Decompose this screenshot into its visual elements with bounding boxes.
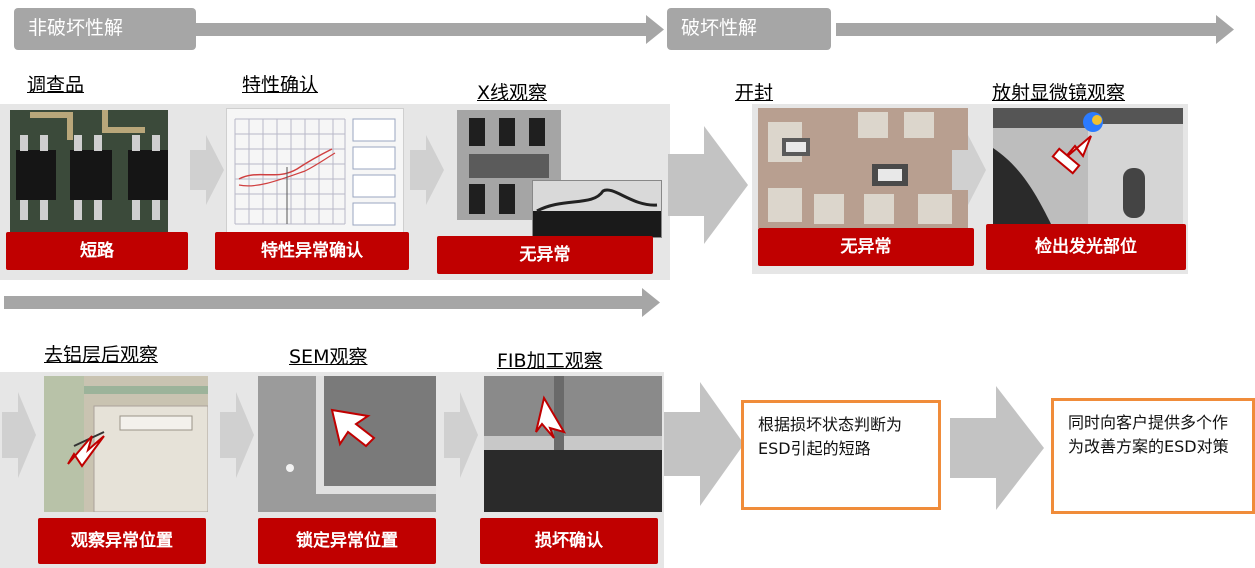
chevron-arrow	[952, 135, 986, 205]
photo-sem	[258, 376, 436, 512]
phase-non-destructive-label: 非破坏性解	[28, 17, 124, 39]
stage-title-xray: X线观察	[477, 82, 548, 104]
phase-arrow-shaft-2	[836, 23, 1219, 36]
chevron-arrow	[2, 392, 36, 478]
row-transition-shaft	[4, 296, 644, 309]
label-observe-abnormal-position: 观察异常位置	[38, 518, 206, 564]
photo-decap	[758, 108, 968, 228]
photo-emission	[993, 108, 1183, 228]
stage-title-fib: FIB加工观察	[497, 350, 603, 372]
stage-title-decap: 开封	[735, 82, 774, 104]
conclusion-esd-short: 根据损坏状态判断为ESD引起的短路	[741, 400, 941, 510]
stage-title-sample: 调查品	[27, 74, 85, 96]
label-damage-confirmed: 损坏确认	[480, 518, 658, 564]
stage-title-emission: 放射显微镜观察	[992, 82, 1126, 104]
photo-xray-side	[532, 180, 662, 238]
chevron-arrow	[410, 135, 444, 205]
photo-sample-pcb	[10, 110, 168, 240]
photo-xray	[457, 110, 561, 220]
chevron-arrow	[444, 392, 478, 478]
photo-fib	[484, 376, 662, 512]
label-no-abnormal-decap: 无异常	[758, 228, 974, 266]
label-characteristic-abnormal: 特性异常确认	[215, 232, 409, 270]
label-short-circuit: 短路	[6, 232, 188, 270]
stage-title-delayer: 去铝层后观察	[44, 344, 159, 366]
stage-title-characteristics: 特性确认	[242, 74, 319, 96]
phase-arrow-head	[646, 15, 664, 44]
photo-iv-curve	[226, 108, 404, 236]
phase-destructive-label: 破坏性解	[681, 17, 758, 39]
photo-delayer	[44, 376, 208, 512]
phase-arrow-shaft	[186, 23, 648, 36]
phase-destructive: 破坏性解	[667, 8, 831, 50]
chevron-arrow	[190, 135, 224, 205]
big-arrow	[668, 126, 748, 244]
row-transition-head	[642, 288, 660, 317]
label-lock-abnormal-position: 锁定异常位置	[258, 518, 436, 564]
chevron-arrow	[220, 392, 254, 478]
label-emission-detected: 检出发光部位	[986, 224, 1186, 270]
phase-arrow-head-2	[1216, 15, 1234, 44]
big-arrow	[664, 382, 744, 506]
conclusion-esd-countermeasure: 同时向客户提供多个作为改善方案的ESD对策	[1051, 398, 1255, 514]
label-no-abnormal-xray: 无异常	[437, 236, 653, 274]
stage-title-sem: SEM观察	[289, 346, 368, 368]
big-arrow	[950, 386, 1044, 510]
phase-non-destructive: 非破坏性解	[14, 8, 196, 50]
